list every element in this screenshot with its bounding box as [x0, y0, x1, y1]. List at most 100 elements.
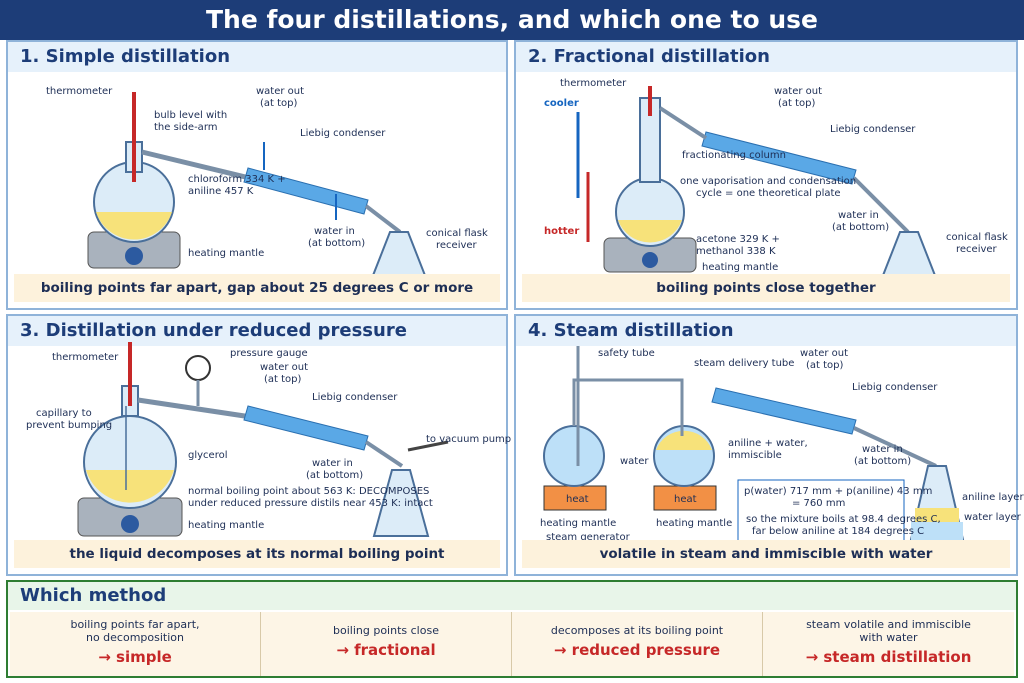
label-pressure-gauge: pressure gauge	[230, 348, 308, 359]
label-heating-mantle: heating mantle	[540, 518, 616, 529]
method-condition-line: decomposes at its boiling point	[550, 624, 724, 637]
steam-distillation-diagram: safety tube steam delivery tube water ou…	[540, 346, 1024, 545]
label-plate: cycle = one theoretical plate	[696, 188, 841, 199]
method-condition-line: steam volatile and immiscible	[806, 618, 971, 631]
method-condition: decomposes at its boiling point	[512, 624, 762, 637]
flask-liquid	[618, 220, 682, 243]
simple-distillation-title: 1. Simple distillation	[8, 42, 506, 72]
method-condition: boiling points far apart, no decompositi…	[10, 618, 260, 644]
vapour-pressure-box	[737, 479, 905, 545]
reduced-pressure-footer: the liquid decomposes at its normal boil…	[14, 540, 500, 568]
label-vacuum-pump: to vacuum pump	[426, 434, 511, 445]
method-name: → reduced pressure	[553, 641, 721, 659]
label-water-out: (at top)	[260, 98, 298, 109]
label-safety-tube: safety tube	[598, 348, 655, 359]
steam-distillation-panel: 4. Steam distillation safety tube steam …	[514, 314, 1024, 576]
liebig-condenser	[243, 405, 369, 451]
method-name: → simple	[98, 648, 172, 666]
label-water-in: water in	[862, 444, 903, 455]
method-condition: steam volatile and immiscible with water	[763, 618, 1014, 644]
label-water-out: water out	[800, 348, 848, 359]
label-mixture: aniline 457 K	[188, 186, 254, 197]
label-condenser: Liebig condenser	[830, 124, 916, 135]
label-water-in: water in	[312, 458, 353, 469]
method-condition: boiling points close	[261, 624, 511, 637]
label-glycerol: glycerol	[188, 450, 227, 461]
label-mixture: immiscible	[728, 450, 782, 461]
reduced-pressure-panel: 3. Distillation under reduced pressure t…	[6, 314, 511, 576]
flask-liquid	[96, 212, 172, 240]
label-heating-mantle: heating mantle	[702, 262, 778, 273]
label-heating-mantle: heating mantle	[656, 518, 732, 529]
label-water-out: (at top)	[264, 374, 302, 385]
label-capillary: prevent bumping	[26, 420, 112, 431]
reduced-pressure-diagram: thermometer pressure gauge water out (at…	[26, 342, 511, 537]
label-heating-mantle: heating mantle	[188, 520, 264, 531]
which-method-panel: Which method boiling points far apart, n…	[6, 580, 1018, 678]
label-boiling-result: far below aniline at 184 degrees C	[752, 526, 924, 537]
which-method-title: Which method	[8, 582, 1016, 610]
label-water-in: (at bottom)	[306, 470, 363, 481]
steam-generator-heater	[543, 485, 607, 511]
steam-distillation-title: 4. Steam distillation	[516, 316, 1016, 346]
steam-generator-flask	[543, 425, 605, 487]
liebig-condenser	[711, 387, 857, 435]
label-boiling-note: normal boiling point about 563 K: DECOMP…	[188, 486, 429, 497]
method-card-steam: steam volatile and immiscible with water…	[763, 612, 1014, 676]
label-thermometer: thermometer	[46, 86, 113, 97]
simple-distillation-diagram: thermometer bulb level with the side-arm…	[46, 86, 488, 279]
water-layer	[911, 522, 963, 542]
label-condenser: Liebig condenser	[300, 128, 386, 139]
aniline-liquid	[656, 430, 712, 450]
label-boiling-result: so the mixture boils at 98.4 degrees C,	[746, 514, 941, 525]
conical-flask-receiver	[370, 231, 428, 279]
label-water-out: (at top)	[778, 98, 816, 109]
label-conical-flask: receiver	[436, 240, 478, 251]
label-water-in: water in	[838, 210, 879, 221]
label-water-in: water in	[314, 226, 355, 237]
label-steam-delivery-tube: steam delivery tube	[694, 358, 794, 369]
label-conical-flask: conical flask	[946, 232, 1008, 243]
label-bulb: bulb level with	[154, 110, 227, 121]
label-boiling-note: under reduced pressure distils near 453 …	[188, 498, 433, 509]
label-plate: one vaporisation and condensation	[680, 176, 856, 187]
pressure-gauge-icon	[185, 355, 211, 381]
fractional-distillation-footer: boiling points close together	[522, 274, 1010, 302]
label-water-in: (at bottom)	[832, 222, 889, 233]
label-conical-flask: receiver	[956, 244, 998, 255]
aniline-layer	[915, 508, 959, 522]
label-bulb: the side-arm	[154, 122, 218, 133]
label-cooler: cooler	[544, 98, 579, 109]
label-condenser: Liebig condenser	[312, 392, 398, 403]
label-water-out: water out	[256, 86, 304, 97]
reduced-pressure-title: 3. Distillation under reduced pressure	[8, 316, 506, 346]
label-mixture: chloroform 334 K +	[188, 174, 286, 185]
method-condition-line: boiling points far apart,	[70, 618, 200, 631]
label-vapour-pressure: p(water) 717 mm + p(aniline) 43 mm	[744, 486, 932, 497]
label-water-out: water out	[774, 86, 822, 97]
liebig-condenser	[701, 131, 857, 185]
label-conical-flask: conical flask	[426, 228, 488, 239]
conical-flask-receiver	[372, 469, 430, 537]
method-name: → fractional	[336, 641, 436, 659]
label-capillary: capillary to	[36, 408, 92, 419]
method-condition-line: no decomposition	[85, 631, 184, 644]
label-aniline-layer: aniline layer	[962, 492, 1024, 503]
label-heat: heat	[674, 494, 697, 505]
page-title: The four distillations, and which one to…	[0, 0, 1024, 40]
mantle-dial-icon	[642, 252, 658, 268]
steam-distillation-footer: volatile in steam and immiscible with wa…	[522, 540, 1010, 568]
mantle-dial-icon	[121, 515, 139, 533]
label-condenser: Liebig condenser	[852, 382, 938, 393]
label-hotter: hotter	[544, 226, 579, 237]
method-condition-line: boiling points close	[333, 624, 439, 637]
fractional-distillation-panel: 2. Fractional distillation thermometer c…	[514, 40, 1018, 310]
label-thermometer: thermometer	[52, 352, 119, 363]
method-name: → steam distillation	[805, 648, 972, 666]
label-mixture: acetone 329 K +	[696, 234, 780, 245]
label-vapour-pressure: = 760 mm	[792, 498, 845, 509]
label-mixture: methanol 338 K	[696, 246, 776, 257]
flask-liquid	[86, 470, 174, 503]
method-condition-line: with water	[859, 631, 918, 644]
method-card-simple: boiling points far apart, no decompositi…	[10, 612, 261, 676]
